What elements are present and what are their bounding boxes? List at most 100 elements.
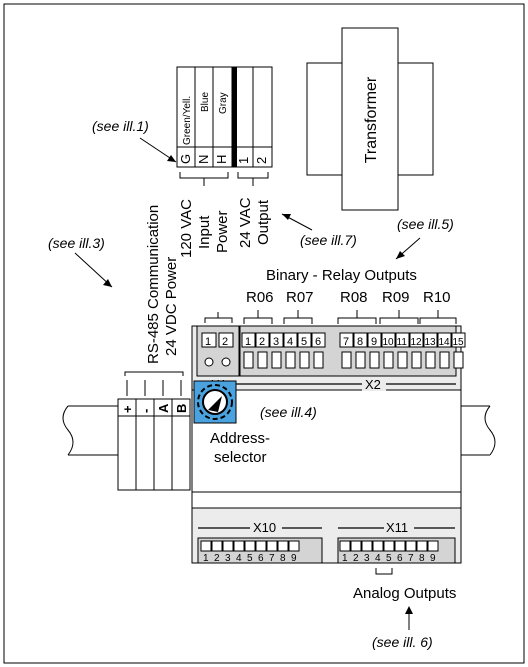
x2-terminal-number: 10 (383, 337, 395, 348)
input-terminal-h: H (214, 155, 229, 164)
address-selector[interactable] (193, 380, 237, 424)
x11-terminal-number: 6 (397, 553, 403, 564)
x2-terminal (339, 332, 354, 348)
x2-label: X2 (365, 377, 381, 392)
x11-terminal-slot (416, 540, 428, 552)
x11-terminal-slot (427, 540, 439, 552)
comm-terminal-label: - (138, 409, 153, 413)
screw-icon (243, 351, 254, 369)
screw-icon (313, 351, 324, 369)
x10-terminal-slot (288, 540, 300, 552)
x2-terminal (283, 332, 298, 348)
x2-terminal-number: 8 (357, 336, 363, 348)
see-ill-6-note: (see ill. 6) (372, 634, 433, 650)
wire-color-greenyellow: Green/Yell. (182, 96, 193, 145)
input-terminal-n: N (196, 155, 211, 164)
screw-icon (285, 351, 296, 369)
screw-icon (204, 357, 214, 367)
x2-terminal-number: 12 (411, 337, 423, 348)
relay-group-label: R09 (382, 289, 410, 306)
x11-terminal-slot (339, 540, 351, 552)
relay-bracket (337, 317, 377, 324)
x11-terminal-number: 3 (364, 553, 370, 564)
relay-bracket (283, 317, 313, 324)
x10-terminal-number: 6 (258, 553, 264, 564)
rs485-label: RS-485 Communication 24 VDC Power (145, 205, 180, 364)
x11-terminal-number: 1 (342, 553, 348, 564)
svg-text:Power: Power (214, 210, 231, 253)
x10-terminal-slot (211, 540, 223, 552)
svg-text:Output: Output (255, 199, 272, 245)
frame (3, 3, 525, 664)
selector-arrow-icon (208, 396, 222, 412)
output-label: 24 VAC Output (237, 197, 272, 248)
address-selector-label-1: Address- (210, 430, 270, 447)
x2-terminal (297, 332, 312, 348)
x2-terminal (367, 332, 382, 348)
x11-terminal-number: 2 (353, 553, 359, 564)
x2-terminal-number: 14 (439, 337, 451, 348)
x10-terminal-number: 3 (225, 553, 231, 564)
x10-terminal-number: 1 (203, 553, 209, 564)
screw-icon (257, 351, 268, 369)
x10-terminal-slot (222, 540, 234, 552)
relay-group-brackets (243, 310, 457, 324)
x11-terminal-slot (394, 540, 406, 552)
transformer: Transformer (306, 27, 434, 211)
x10-terminal-number: 7 (269, 553, 275, 564)
x2-terminal (437, 332, 452, 348)
x2-terminal (423, 332, 438, 348)
analog-outputs-label: Analog Outputs (353, 585, 456, 602)
x10-terminal-number: 5 (247, 553, 253, 564)
x10-terminal-number: 9 (291, 553, 297, 564)
comm-terminal-block (62, 371, 191, 491)
screw-icon (271, 351, 282, 369)
x1-terminal (218, 332, 234, 348)
x2-terminal-number: 6 (315, 336, 321, 348)
screw-icon (383, 351, 394, 369)
screw-icon (299, 351, 310, 369)
relay-group-label: R10 (423, 289, 451, 306)
x2-terminal (381, 332, 396, 348)
x2-terminal-number: 4 (287, 336, 293, 348)
screw-icon (397, 351, 408, 369)
x11-terminal-slot (405, 540, 417, 552)
comm-terminal-label: B (174, 404, 189, 413)
screw-icon (221, 357, 231, 367)
svg-text:24 VAC: 24 VAC (237, 197, 254, 248)
x10-terminal-number: 8 (280, 553, 286, 564)
x11-terminal-slot (383, 540, 395, 552)
x10-terminal-slot (233, 540, 245, 552)
x2-terminal (451, 332, 466, 348)
x11-terminal-slot (361, 540, 373, 552)
relay-bracket (379, 317, 419, 324)
x11-terminal-slot (372, 540, 384, 552)
x1-terminal-number: 2 (222, 336, 228, 348)
address-selector-label-2: selector (214, 449, 267, 466)
screw-icon (439, 351, 450, 369)
screw-icon (355, 351, 366, 369)
x2-terminal (269, 332, 284, 348)
x2-terminal (311, 332, 326, 348)
input-terminal-g: G (178, 154, 193, 164)
x10-terminal-number: 4 (236, 553, 242, 564)
binary-relay-outputs-title: Binary - Relay Outputs (266, 267, 417, 284)
x2-terminal-number: 1 (245, 336, 251, 348)
output-terminal-2: 2 (254, 157, 269, 164)
screw-icon (425, 351, 436, 369)
transformer-label: Transformer (363, 76, 380, 163)
screw-icon (453, 351, 464, 369)
x2-terminal-number: 11 (397, 337, 408, 348)
relay-group-label: R08 (340, 289, 368, 306)
x2-terminal-number: 3 (273, 336, 279, 348)
din-rail-right (461, 405, 496, 456)
x2-terminal-number: 9 (371, 336, 377, 348)
comm-terminal-label: A (156, 403, 171, 413)
